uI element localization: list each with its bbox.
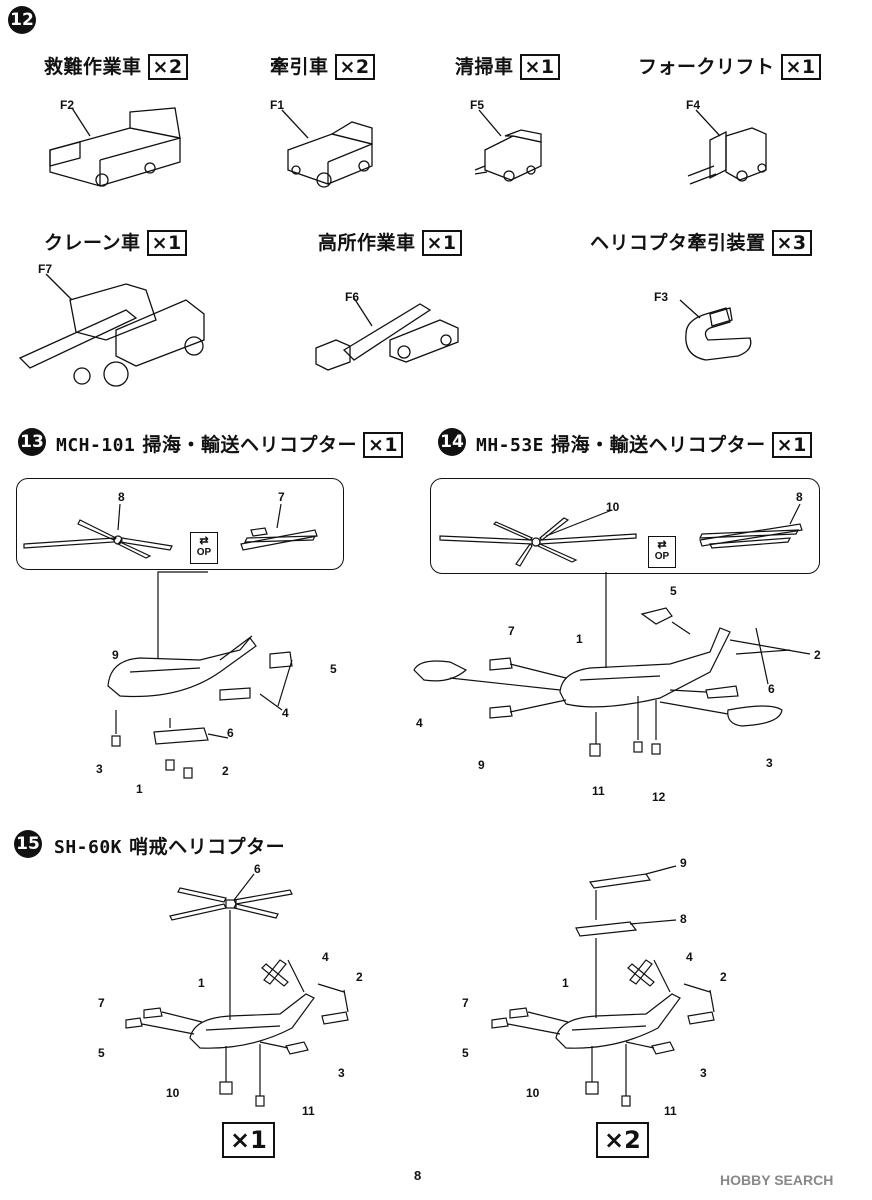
mh53e-folded-rotor-drawing [699, 503, 803, 549]
callout-14-1: 1 [576, 632, 583, 646]
step-14-badge: 14 [438, 428, 466, 456]
callout-15r-11: 11 [664, 1104, 677, 1118]
part-label-f4: F4 [686, 98, 701, 112]
callout-14-9: 9 [478, 758, 485, 772]
sweeper-drawing [474, 109, 542, 182]
callout-14-8: 8 [796, 490, 803, 504]
callout-15r-3: 3 [700, 1066, 707, 1080]
forklift-drawing [687, 109, 767, 185]
vehicle-title-sweeper: 清掃車×1 [455, 52, 560, 80]
rescue-vehicle-drawing [49, 107, 181, 187]
callout-15l-11: 11 [302, 1104, 315, 1118]
callout-14-12: 12 [652, 790, 666, 804]
callout-13-3: 3 [96, 762, 103, 776]
callout-14-2: 2 [814, 648, 821, 662]
callout-15l-7: 7 [98, 996, 105, 1010]
hobby-search-watermark: HOBBY SEARCH [720, 1172, 834, 1188]
vehicle-title-heli-tow: ヘリコプタ牽引装置×3 [590, 228, 812, 256]
callout-14-6: 6 [768, 682, 775, 696]
mch101-assembly-drawing [107, 571, 293, 779]
callout-15r-2: 2 [720, 970, 727, 984]
sh60k-right-assembly-drawing [491, 865, 715, 1107]
mch101-rotor-drawing [240, 503, 318, 551]
sh60k-left-assembly-drawing [125, 873, 349, 1107]
callout-15r-1: 1 [562, 976, 569, 990]
callout-15l-2: 2 [356, 970, 363, 984]
step-12-badge: 12 [8, 6, 36, 34]
callout-15l-5: 5 [98, 1046, 105, 1060]
callout-13-7: 7 [278, 490, 285, 504]
part-label-f2: F2 [60, 98, 75, 112]
step-15-left-qty: ×1 [222, 1122, 275, 1158]
part-label-f1: F1 [270, 98, 285, 112]
step-14-option-box [430, 478, 820, 574]
vehicle-title-tow: 牽引車×2 [270, 52, 375, 80]
step-15-title: SH-60K 哨戒ヘリコプター [54, 836, 286, 858]
callout-15r-8: 8 [680, 912, 687, 926]
mch101-folded-rotor-drawing [23, 503, 173, 559]
vehicle-title-aerial-work: 高所作業車×1 [318, 228, 462, 256]
step-14-op-badge: ⇄OP [648, 536, 676, 568]
callout-15l-4: 4 [322, 950, 329, 964]
vehicle-title-forklift: フォークリフト×1 [638, 52, 821, 80]
mh53e-rotor-drawing [439, 509, 637, 567]
part-label-f7: F7 [38, 262, 53, 276]
aerial-work-vehicle-drawing [315, 297, 459, 371]
part-label-f3: F3 [654, 290, 669, 304]
callout-13-2: 2 [222, 764, 229, 778]
callout-13-4: 4 [282, 706, 289, 720]
callout-13-6: 6 [227, 726, 234, 740]
callout-15l-6: 6 [254, 862, 261, 876]
callout-14-5: 5 [670, 584, 677, 598]
callout-15r-7: 7 [462, 996, 469, 1010]
crane-truck-drawing [18, 273, 205, 387]
callout-13-1: 1 [136, 782, 143, 796]
vehicle-title-crane: クレーン車×1 [44, 228, 187, 256]
vehicle-title-rescue: 救難作業車×2 [44, 52, 188, 80]
step-15-badge: 15 [14, 830, 42, 858]
part-label-f5: F5 [470, 98, 485, 112]
step-13-badge: 13 [18, 428, 46, 456]
heli-tow-device-drawing [679, 299, 752, 361]
callout-14-11: 11 [592, 784, 605, 798]
callout-13-9: 9 [112, 648, 119, 662]
step-15-right-qty: ×2 [596, 1122, 649, 1158]
step-13-option-box [16, 478, 344, 570]
tow-tractor-drawing [281, 109, 373, 188]
callout-13-8: 8 [118, 490, 125, 504]
step-13-title: MCH-101 掃海・輸送ヘリコプター×1 [56, 430, 404, 458]
step-14-title: MH-53E 掃海・輸送ヘリコプター×1 [476, 430, 812, 458]
callout-15r-9: 9 [680, 856, 687, 870]
callout-15l-3: 3 [338, 1066, 345, 1080]
callout-14-7: 7 [508, 624, 515, 638]
callout-15r-10: 10 [526, 1086, 540, 1100]
callout-14-4: 4 [416, 716, 423, 730]
callout-13-5: 5 [330, 662, 337, 676]
callout-15r-4: 4 [686, 950, 693, 964]
callout-14-3: 3 [766, 756, 773, 770]
page-number: 8 [414, 1168, 422, 1183]
mh53e-assembly-drawing [413, 572, 811, 757]
callout-15l-1: 1 [198, 976, 205, 990]
callout-15l-10: 10 [166, 1086, 180, 1100]
callout-15r-5: 5 [462, 1046, 469, 1060]
step-13-op-badge: ⇄OP [190, 532, 218, 564]
